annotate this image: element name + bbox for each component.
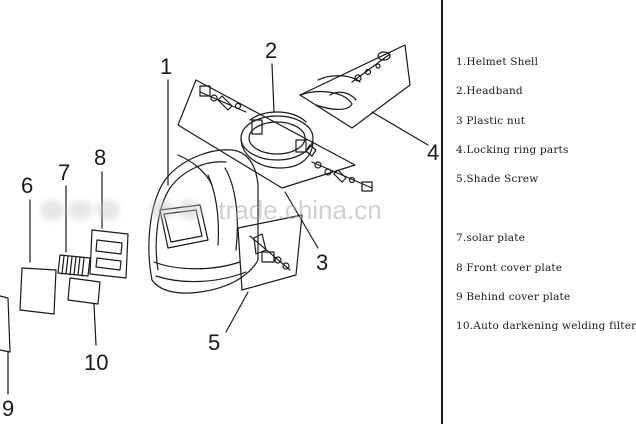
legend-item: 7.solar plate bbox=[456, 232, 526, 244]
legend-item: 2.Headband bbox=[456, 85, 523, 97]
locking-ring-plane bbox=[299, 44, 411, 129]
leader-10 bbox=[93, 303, 97, 346]
locking-ring-drawing bbox=[299, 51, 391, 110]
front-cover-plate-drawing bbox=[89, 229, 129, 279]
headband-drawing bbox=[240, 111, 317, 169]
callout-10: 10 bbox=[84, 350, 109, 375]
legend-item: 3 Plastic nut bbox=[456, 115, 526, 127]
leader-5 bbox=[225, 291, 249, 333]
callout-4: 4 bbox=[427, 140, 440, 165]
callout-2: 2 bbox=[265, 38, 278, 63]
legend-item: 4.Locking ring parts bbox=[456, 144, 569, 156]
helmet-shell-drawing bbox=[148, 149, 259, 294]
legend-item: 5.Shade Screw bbox=[456, 173, 539, 185]
behind-cover-drawing bbox=[0, 295, 11, 353]
plate-6-drawing bbox=[19, 267, 57, 315]
parts-legend: 1.Helmet Shell 2.Headband 3 Plastic nut … bbox=[441, 0, 636, 424]
callout-8: 8 bbox=[94, 145, 107, 170]
legend-item: 1.Helmet Shell bbox=[456, 56, 539, 68]
callout-9: 9 bbox=[2, 396, 15, 421]
filter-drawing bbox=[67, 277, 101, 305]
callout-7: 7 bbox=[58, 160, 71, 185]
leader-2 bbox=[271, 63, 275, 113]
callout-1: 1 bbox=[160, 54, 173, 79]
callout-5: 5 bbox=[208, 330, 221, 355]
solar-plate-drawing bbox=[57, 254, 91, 277]
headband-small-parts bbox=[199, 85, 373, 192]
callout-3: 3 bbox=[316, 250, 329, 275]
legend-item: 10.Auto darkening welding filter bbox=[456, 320, 636, 332]
headband-plane bbox=[177, 79, 356, 189]
callout-6: 6 bbox=[21, 173, 34, 198]
shade-screw-drawing bbox=[249, 233, 291, 271]
leader-4 bbox=[371, 111, 429, 146]
shade-screw-plane bbox=[237, 214, 303, 291]
exploded-diagram bbox=[0, 44, 429, 395]
legend-item: 8 Front cover plate bbox=[456, 262, 563, 274]
legend-item: 9 Behind cover plate bbox=[456, 291, 571, 303]
